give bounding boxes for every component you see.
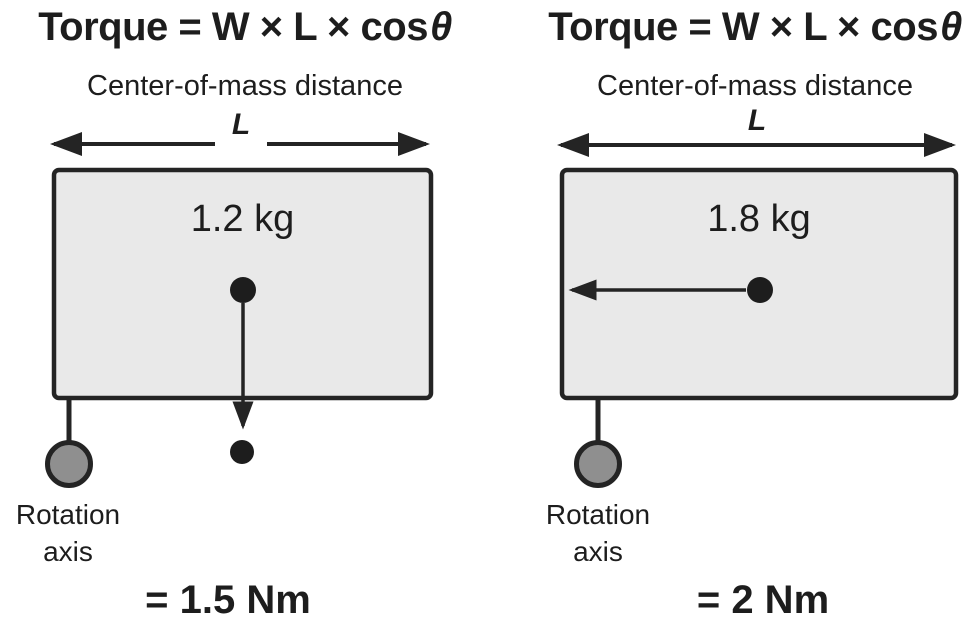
left-weight-tip-dot <box>230 440 254 464</box>
left-mass-label: 1.2 kg <box>190 198 295 240</box>
right-formula-theta: θ <box>939 5 962 49</box>
left-rotation-axis-label-line1: Rotation <box>15 499 121 530</box>
left-center-of-mass-dot <box>230 277 256 303</box>
left-formula-main: Torque = W × L × cos <box>38 5 428 49</box>
left-length-label: L <box>231 108 251 141</box>
right-center-of-mass-dot <box>747 277 773 303</box>
right-formula-title: Torque = W × L × cosθ <box>520 5 979 50</box>
right-rotation-axis-label: Rotation axis <box>531 496 665 570</box>
left-formula-title: Torque = W × L × cosθ <box>0 5 490 50</box>
right-rotation-axis-label-line1: Rotation <box>545 499 651 530</box>
left-rotation-axis-label: Rotation axis <box>1 496 135 570</box>
left-rotation-axis-circle <box>45 440 93 488</box>
left-rotation-axis-label-line2: axis <box>43 536 93 567</box>
left-subtitle-center-of-mass: Center-of-mass distance <box>87 70 403 102</box>
left-result-value: = 1.5 Nm <box>145 578 311 622</box>
left-formula-theta: θ <box>429 5 452 49</box>
right-length-label: L <box>747 104 767 137</box>
right-rotation-axis-label-line2: axis <box>573 536 623 567</box>
right-rotation-axis-circle <box>574 440 622 488</box>
right-formula-main: Torque = W × L × cos <box>548 5 938 49</box>
right-mass-label: 1.8 kg <box>707 198 811 240</box>
right-subtitle-center-of-mass: Center-of-mass distance <box>597 70 913 102</box>
right-result-value: = 2 Nm <box>696 578 830 622</box>
